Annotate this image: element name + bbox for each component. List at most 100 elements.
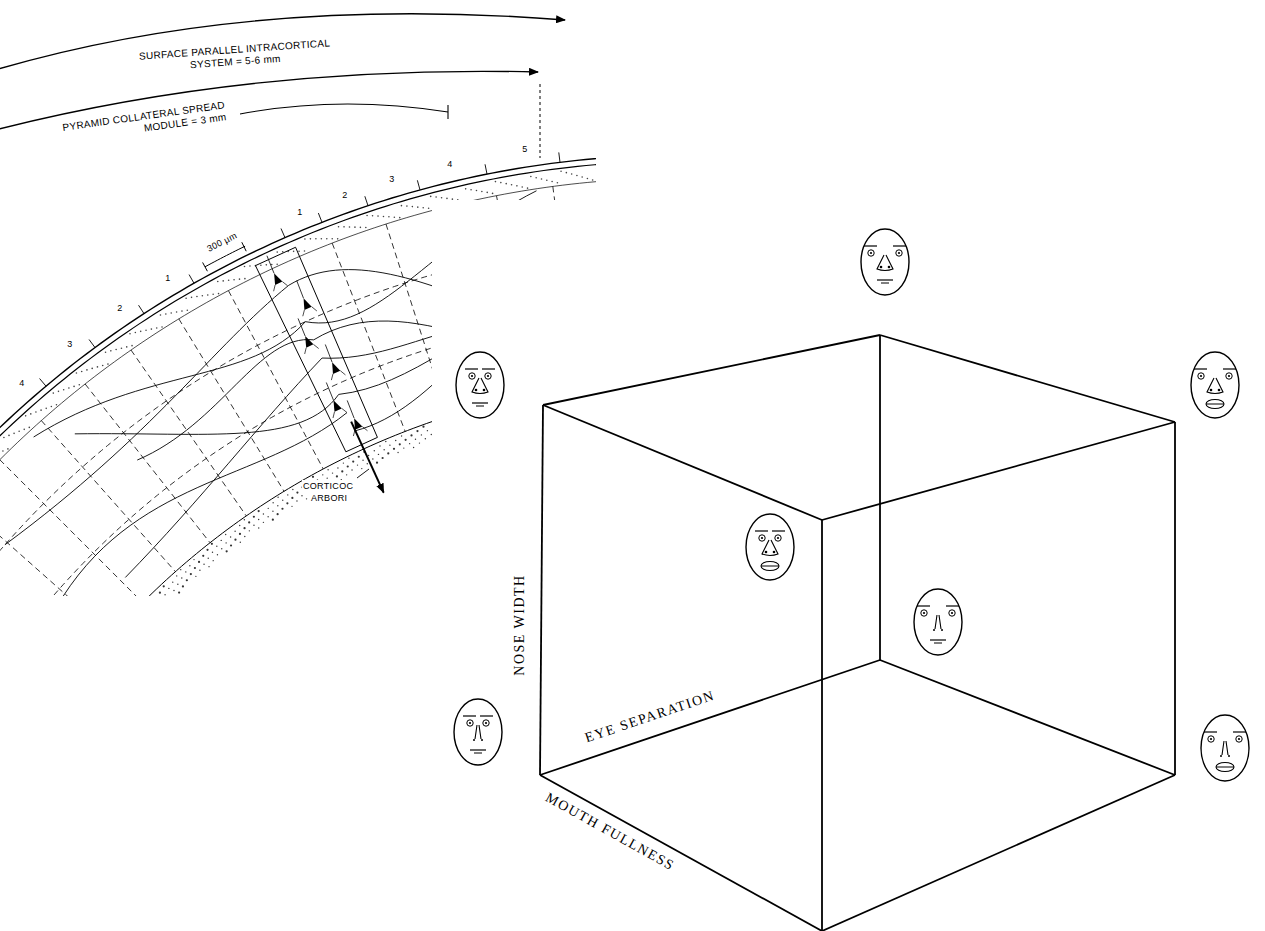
stipple-dot bbox=[385, 441, 386, 442]
module-grid-line bbox=[0, 460, 143, 603]
pupil bbox=[1228, 375, 1230, 377]
stipple-dot bbox=[58, 723, 59, 724]
stipple-dot bbox=[713, 172, 715, 174]
module-number: 4 bbox=[446, 158, 453, 170]
mouth bbox=[470, 749, 486, 750]
module-grid-line bbox=[179, 319, 284, 491]
stipple-dot bbox=[657, 175, 659, 177]
stipple-dot bbox=[73, 695, 75, 697]
stipple-dot bbox=[337, 467, 338, 468]
stipple-dot bbox=[620, 384, 621, 385]
stipple-dot bbox=[157, 607, 158, 608]
stipple-dot bbox=[109, 652, 111, 654]
stipple-dot bbox=[134, 614, 135, 615]
stipple-dot bbox=[723, 398, 725, 400]
stipple-dot bbox=[243, 527, 245, 529]
stipple-dot bbox=[412, 206, 414, 208]
axon-fiber bbox=[5, 285, 289, 544]
stipple-dot bbox=[511, 416, 512, 417]
stipple-dot bbox=[430, 196, 432, 198]
stipple-dot bbox=[778, 400, 779, 401]
stipple-dot bbox=[347, 465, 349, 467]
stipple-dot bbox=[434, 437, 436, 439]
part-label: ARBORI bbox=[310, 492, 348, 504]
module-tick bbox=[365, 196, 368, 205]
module-grid-line bbox=[386, 224, 448, 416]
stipple-dot bbox=[24, 784, 25, 785]
stipple-dot bbox=[793, 403, 795, 405]
axon-fiber bbox=[137, 340, 313, 461]
module-number: 3 bbox=[388, 173, 395, 185]
stipple-dot bbox=[770, 401, 771, 402]
stipple-dot bbox=[40, 742, 42, 744]
stipple-dot bbox=[107, 644, 108, 645]
stipple-dot bbox=[383, 216, 385, 218]
stipple-dot bbox=[729, 392, 730, 393]
mouth-line bbox=[934, 643, 942, 644]
pupil bbox=[487, 375, 489, 377]
stipple-dot bbox=[576, 395, 578, 397]
pyramidal-cell bbox=[332, 362, 340, 374]
face-outline bbox=[1191, 352, 1239, 418]
eye bbox=[1198, 373, 1204, 379]
stipple-dot bbox=[642, 170, 644, 172]
apical-dendrite bbox=[325, 344, 332, 362]
stipple-dot bbox=[401, 435, 402, 436]
stipple-dot bbox=[60, 716, 61, 717]
stipple-dot bbox=[541, 178, 543, 180]
stipple-dot bbox=[239, 278, 241, 280]
stipple-dot bbox=[87, 691, 88, 692]
stipple-dot bbox=[244, 519, 245, 520]
width-bracket bbox=[203, 262, 208, 271]
stipple-dot bbox=[145, 329, 147, 331]
stipple-dot bbox=[13, 813, 14, 814]
stipple-dot bbox=[573, 391, 574, 392]
stipple-dot bbox=[662, 164, 664, 166]
cube-edge bbox=[540, 775, 822, 931]
stipple-dot bbox=[368, 455, 369, 456]
stipple-dot bbox=[701, 382, 702, 383]
stipple-dot bbox=[115, 638, 117, 640]
stipple-dot bbox=[292, 489, 293, 490]
stipple-dot bbox=[437, 430, 438, 431]
stipple-dot bbox=[31, 756, 32, 757]
stipple-dot bbox=[217, 281, 219, 283]
stipple-dot bbox=[217, 554, 218, 555]
stipple-dot bbox=[268, 508, 269, 509]
stipple-dot bbox=[189, 565, 190, 566]
stipple-dot bbox=[421, 434, 422, 435]
stipple-dot bbox=[230, 536, 231, 537]
stipple-dot bbox=[533, 397, 535, 399]
layer-boundary bbox=[0, 178, 747, 548]
basal-dendrite bbox=[274, 282, 288, 292]
stipple-dot bbox=[691, 395, 692, 396]
stipple-dot bbox=[358, 456, 360, 458]
stipple-dot bbox=[92, 678, 93, 679]
stipple-dot bbox=[486, 192, 488, 194]
nose bbox=[472, 378, 488, 394]
stipple-dot bbox=[121, 347, 123, 349]
stipple-dot bbox=[249, 265, 251, 267]
stipple-dot bbox=[791, 393, 792, 394]
stipple-dot bbox=[136, 622, 137, 623]
stipple-dot bbox=[626, 165, 628, 167]
stipple-dot bbox=[195, 576, 196, 577]
stipple-dot bbox=[376, 462, 378, 464]
white-matter-boundary bbox=[0, 380, 812, 880]
stipple-dot bbox=[419, 442, 420, 443]
module-tick bbox=[40, 379, 46, 387]
stipple-dot bbox=[239, 533, 241, 535]
stipple-dot bbox=[720, 388, 721, 389]
stipple-dot bbox=[81, 675, 83, 677]
module-tick bbox=[485, 164, 487, 174]
stipple-dot bbox=[73, 386, 75, 388]
stipple-dot bbox=[589, 389, 591, 391]
stipple-dot bbox=[628, 398, 629, 399]
module-grid-line bbox=[41, 421, 175, 572]
stipple-dot bbox=[481, 191, 483, 193]
stipple-dot bbox=[11, 791, 13, 793]
stipple-dot bbox=[51, 406, 53, 408]
nostril bbox=[933, 629, 935, 631]
stipple-dot bbox=[367, 463, 368, 464]
stipple-dot bbox=[616, 391, 617, 392]
